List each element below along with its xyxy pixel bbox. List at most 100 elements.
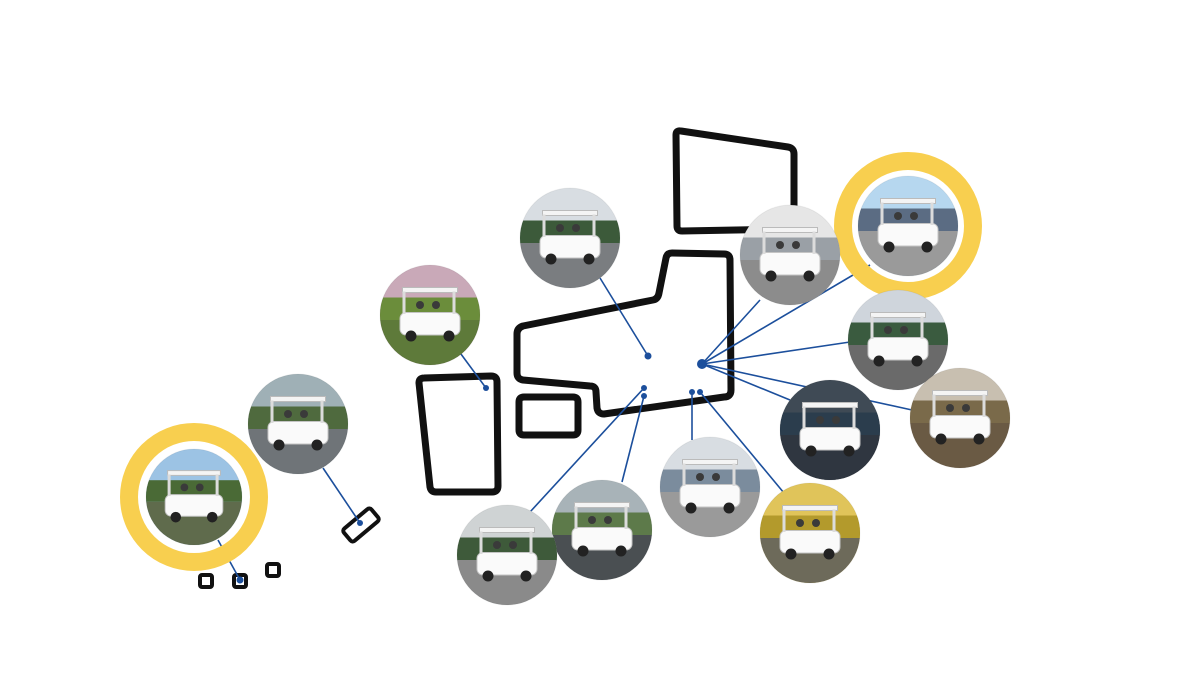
cart-post	[402, 291, 406, 314]
cart-wheel	[723, 502, 735, 514]
cart-wheel	[520, 570, 532, 582]
passenger	[180, 483, 189, 492]
cart-wheel	[843, 445, 855, 457]
cart-body	[399, 312, 461, 336]
highlight-ring	[120, 423, 268, 571]
photo-border	[456, 504, 558, 606]
photo-marker-east-tohoku[interactable]	[380, 265, 480, 370]
cart-post	[802, 406, 806, 429]
location-dot	[236, 576, 244, 584]
region-kyushu	[415, 372, 502, 496]
photo-marker-east-3[interactable]	[740, 205, 840, 310]
photo-border	[847, 289, 949, 391]
photo-marker-shikoku[interactable]	[660, 437, 760, 542]
photo-marker-west-1[interactable]	[760, 483, 860, 588]
cart-wheel	[823, 548, 835, 560]
cart-post	[574, 506, 578, 529]
location-dot	[641, 393, 647, 399]
photo-border	[145, 448, 243, 546]
location-dot	[689, 389, 695, 395]
cart-roof	[402, 287, 458, 293]
cart-body	[867, 337, 929, 361]
cart-wheel	[311, 439, 323, 451]
cart-roof	[167, 470, 221, 476]
cart-body	[877, 223, 939, 247]
passenger	[416, 301, 424, 309]
cart-post	[682, 463, 686, 486]
cart-body	[929, 415, 991, 439]
cart-wheel	[873, 355, 885, 367]
photo-marker-east-2[interactable]	[146, 449, 242, 550]
region-okinawa-island-1	[198, 573, 214, 589]
cart-roof	[574, 502, 630, 508]
cart-post	[870, 316, 874, 339]
cart-roof	[870, 312, 926, 318]
cart-wheel	[273, 439, 285, 451]
cart-post	[932, 394, 936, 417]
passenger	[509, 541, 517, 549]
cart-body	[799, 427, 861, 451]
cart-wheel	[443, 330, 455, 342]
photo-border	[759, 482, 861, 584]
cart-post	[270, 400, 274, 423]
passenger	[493, 541, 501, 549]
cart-post	[762, 231, 766, 254]
cart-body	[779, 530, 841, 554]
passenger	[812, 519, 820, 527]
photo-marker-kyushu-1[interactable]	[552, 480, 652, 585]
location-dot	[644, 352, 652, 360]
cart-post	[320, 400, 324, 423]
passenger	[572, 224, 580, 232]
photo-border	[659, 436, 761, 538]
cart-wheel	[911, 355, 923, 367]
photo-marker-north-tohoku[interactable]	[520, 188, 620, 293]
cart-post	[812, 231, 816, 254]
cart-wheel	[765, 270, 777, 282]
cart-post	[215, 474, 219, 497]
passenger	[604, 516, 612, 524]
cart-roof	[880, 198, 936, 204]
passenger	[776, 241, 784, 249]
photo-border	[247, 373, 349, 475]
highlight-ring	[834, 152, 982, 300]
photo-border	[779, 379, 881, 481]
passenger	[884, 326, 892, 334]
photo-border	[551, 479, 653, 581]
photo-marker-central-3[interactable]	[780, 380, 880, 485]
photo-border	[379, 264, 481, 366]
photo-border	[519, 187, 621, 289]
photo-marker-east-4[interactable]	[858, 176, 958, 281]
cart-roof	[682, 459, 738, 465]
passenger	[792, 241, 800, 249]
cart-post	[479, 531, 483, 554]
region-honshu	[513, 249, 735, 418]
cart-post	[930, 202, 934, 225]
cart-body	[679, 484, 741, 508]
passenger	[816, 416, 824, 424]
cart-wheel	[206, 511, 218, 523]
passenger	[195, 483, 204, 492]
passenger	[900, 326, 908, 334]
cart-wheel	[973, 433, 985, 445]
cart-wheel	[615, 545, 627, 557]
cart-wheel	[405, 330, 417, 342]
photo-border	[857, 175, 959, 277]
cart-post	[880, 202, 884, 225]
cart-body	[571, 527, 633, 551]
cart-wheel	[170, 511, 182, 523]
passenger	[894, 212, 902, 220]
cart-body	[539, 235, 601, 259]
cart-post	[920, 316, 924, 339]
cart-roof	[479, 527, 535, 533]
photo-marker-okinawa[interactable]	[457, 505, 557, 610]
cart-post	[542, 214, 546, 237]
photo-marker-central-2[interactable]	[910, 368, 1010, 473]
photo-marker-east-1[interactable]	[248, 374, 348, 479]
photo-markers	[145, 175, 1011, 610]
photo-border	[909, 367, 1011, 469]
passenger	[556, 224, 564, 232]
cart-wheel	[803, 270, 815, 282]
region-okinawa-island-2	[232, 573, 248, 589]
cart-wheel	[805, 445, 817, 457]
cart-roof	[762, 227, 818, 233]
